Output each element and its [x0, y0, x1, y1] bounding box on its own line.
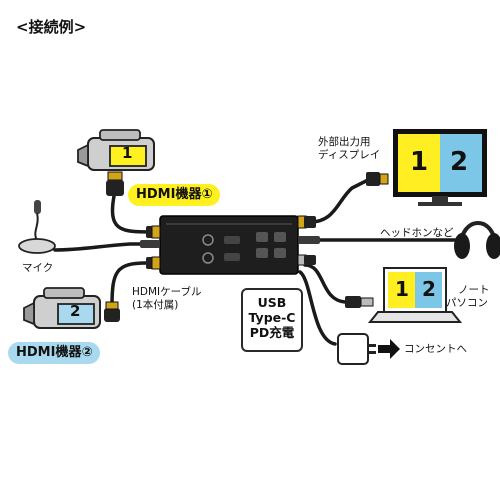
hdmi-cable-out: [308, 178, 370, 224]
headphones: [454, 221, 500, 259]
camera-2: [23, 287, 101, 329]
camera-1-top: [99, 129, 141, 141]
camera-1-screen: [109, 145, 147, 167]
laptop-label-line1: ノート: [458, 284, 490, 296]
hdmi-device-1-label: HDMI機器①: [128, 184, 221, 206]
usb-cable-laptop: [303, 263, 347, 304]
laptop-number-left: 1: [395, 277, 409, 301]
outlet-label: コンセントへ: [404, 343, 467, 355]
ext-display-label-line2: ディスプレイ: [318, 149, 381, 161]
monitor-number-left: 1: [410, 147, 429, 177]
laptop: [367, 267, 463, 323]
usb-label-line2: Type-C: [248, 310, 296, 325]
power-adapter: [337, 333, 376, 365]
usb-label-line3: PD充電: [249, 325, 295, 340]
usb-cable-power: [298, 270, 337, 346]
hdmi-plug-cam2: [104, 301, 120, 322]
camera-2-lens: [23, 301, 35, 326]
laptop-number-right: 2: [422, 277, 436, 301]
mic-cable: [53, 242, 162, 252]
switch-output-plugs: [297, 215, 320, 266]
hdmi-device-2-label: HDMI機器②: [8, 342, 101, 364]
camera-2-number: 2: [70, 302, 81, 320]
hdmi-cable-label-line1: HDMIケーブル: [132, 286, 202, 298]
monitor-number-right: 2: [450, 147, 469, 177]
monitor-hdmi-plug: [366, 172, 389, 186]
laptop-label-line2: パソコン: [446, 297, 488, 309]
usb-label-line1: USB: [257, 295, 287, 310]
headphones-label: ヘッドホンなど: [380, 227, 454, 239]
outlet-arrow: [378, 339, 400, 359]
hdmi-cable-label-line2: (1本付属): [132, 299, 179, 311]
switch-input-plugs: [140, 225, 161, 270]
hdmi-plug-cam1: [106, 171, 124, 196]
laptop-usb-plug: [345, 296, 374, 308]
hdmi-cable-2: [110, 261, 162, 308]
usb-pd-label-box: USB Type-C PD充電: [241, 288, 303, 352]
camera-2-screen: [57, 303, 95, 325]
camera-2-top: [43, 287, 85, 299]
mic-label: マイク: [22, 262, 54, 274]
camera-1-number: 1: [122, 144, 133, 162]
cables: [53, 178, 457, 346]
switch-unit: [159, 215, 299, 275]
ext-display-label-line1: 外部出力用: [318, 136, 371, 148]
microphone: [18, 200, 56, 254]
external-monitor: [393, 129, 487, 206]
camera-1-lens: [77, 143, 89, 168]
page-heading: <接続例>: [16, 18, 87, 36]
camera-1: [77, 129, 155, 171]
